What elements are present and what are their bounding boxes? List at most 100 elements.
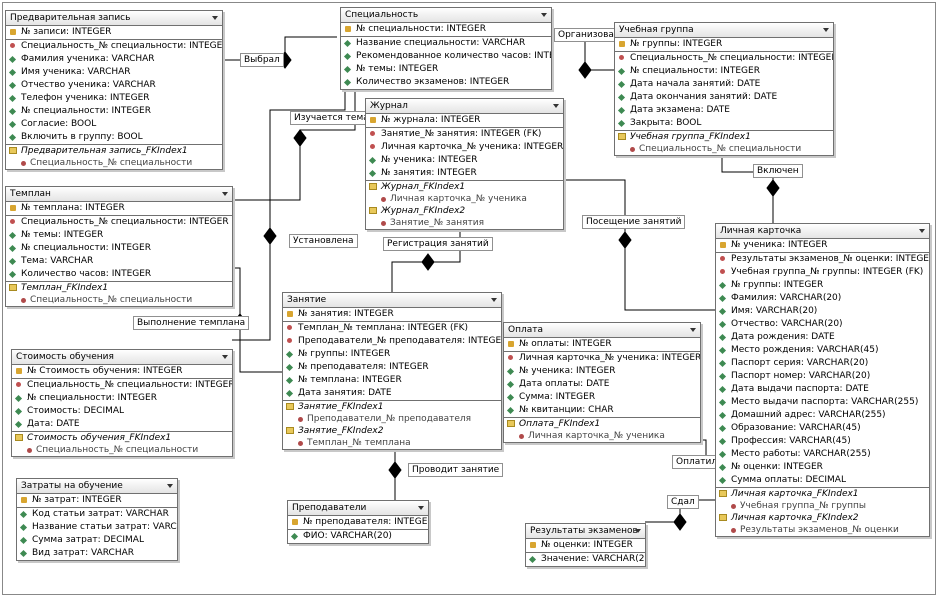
primary-key-text: № затрат: INTEGER <box>32 495 122 505</box>
relation-label-oplatil: Оплатил <box>672 455 722 469</box>
folder-icon <box>15 434 23 441</box>
relation-label-sdal: Сдал <box>667 495 699 509</box>
entity-title[interactable]: Результаты экзаменов <box>526 524 645 539</box>
attribute-text: Название статьи затрат: VARCHAR <box>32 522 177 532</box>
attribute-text: № специальности: INTEGER <box>630 66 760 76</box>
entity-title[interactable]: Журнал <box>366 99 563 114</box>
chevron-down-icon[interactable] <box>222 192 228 196</box>
entity-title[interactable]: Затраты на обучение <box>17 479 177 494</box>
entity-title[interactable]: Преподаватели <box>288 501 428 516</box>
attribute-row: Значение: VARCHAR(20) <box>526 553 645 566</box>
chevron-down-icon[interactable] <box>418 506 424 510</box>
attribute-row: № квитанции: CHAR <box>504 404 700 417</box>
attribute-text: Значение: VARCHAR(20) <box>541 554 645 564</box>
index-column-icon <box>298 417 303 422</box>
attribute-icon <box>19 523 28 532</box>
chevron-down-icon[interactable] <box>167 484 173 488</box>
attribute-icon <box>285 350 294 359</box>
attribute-text: Имя: VARCHAR(20) <box>731 306 818 316</box>
chevron-down-icon[interactable] <box>690 328 696 332</box>
index-column-icon <box>731 504 736 509</box>
primary-key-row: № группы: INTEGER <box>615 38 833 52</box>
attribute-icon <box>19 536 28 545</box>
entity-title[interactable]: Специальность <box>341 8 551 23</box>
attribute-icon <box>718 463 727 472</box>
chevron-down-icon[interactable] <box>823 28 829 32</box>
attribute-row: Место выдачи паспорта: VARCHAR(255) <box>716 396 929 409</box>
key-icon <box>530 542 536 548</box>
attribute-row: Фамилия: VARCHAR(20) <box>716 292 929 305</box>
index-column-icon <box>298 441 303 446</box>
index-row: Личная карточка_FKIndex2 <box>716 512 929 524</box>
primary-key-row: № специальности: INTEGER <box>341 23 551 37</box>
attribute-row: Включить в группу: BOOL <box>6 131 222 144</box>
chevron-down-icon[interactable] <box>212 16 218 20</box>
chevron-down-icon[interactable] <box>222 355 228 359</box>
attribute-icon <box>343 52 352 61</box>
chevron-down-icon[interactable] <box>553 104 559 108</box>
attribute-icon <box>617 67 626 76</box>
index-row: Предварительная запись_FKIndex1 <box>6 145 222 157</box>
index-name: Личная карточка_FKIndex1 <box>731 489 859 499</box>
entity-title[interactable]: Темплан <box>6 187 232 202</box>
attribute-text: Учебная группа_№ группы: INTEGER (FK) <box>731 267 924 277</box>
attribute-row: № темплана: INTEGER <box>283 374 501 387</box>
attribute-row: Дата оплаты: DATE <box>504 378 700 391</box>
attribute-row: Количество экзаменов: INTEGER <box>341 76 551 89</box>
chevron-down-icon[interactable] <box>541 13 547 17</box>
chevron-down-icon[interactable] <box>635 529 641 533</box>
entity-title[interactable]: Стоимость обучения <box>12 350 232 365</box>
attribute-row: № специальности: INTEGER <box>6 105 222 118</box>
index-column-text: Специальность_№ специальности <box>36 445 199 455</box>
attribute-row: Название специальности: VARCHAR <box>341 37 551 50</box>
entity-title[interactable]: Предварительная запись <box>6 11 222 26</box>
foreign-key-icon <box>508 355 513 360</box>
entity-title[interactable]: Учебная группа <box>615 23 833 38</box>
attribute-row: Темплан_№ темплана: INTEGER (FK) <box>283 322 501 335</box>
entity-title[interactable]: Личная карточка <box>716 224 929 239</box>
index-column-text: Преподаватели_№ преподавателя <box>307 414 472 424</box>
attribute-row: № преподавателя: INTEGER <box>283 361 501 374</box>
attribute-text: № группы: INTEGER <box>731 280 824 290</box>
chevron-down-icon[interactable] <box>491 298 497 302</box>
chevron-down-icon[interactable] <box>919 229 925 233</box>
index-name: Личная карточка_FKIndex2 <box>731 513 859 523</box>
attribute-text: Количество часов: INTEGER <box>21 269 152 279</box>
attribute-text: Отчество: VARCHAR(20) <box>731 319 843 329</box>
attribute-text: № темы: INTEGER <box>356 64 439 74</box>
attribute-text: Рекомендованное количество часов: INTEGE… <box>356 51 551 61</box>
attribute-text: Темплан_№ темплана: INTEGER (FK) <box>298 323 469 333</box>
primary-key-row: № оценки: INTEGER <box>526 539 645 553</box>
attribute-text: Место рождения: VARCHAR(45) <box>731 345 879 355</box>
diamond-registraciya <box>421 253 435 271</box>
diamond-izuchaetsya <box>293 129 307 147</box>
attribute-icon <box>19 510 28 519</box>
entity-title[interactable]: Занятие <box>283 293 501 308</box>
attribute-row: Отчество ученика: VARCHAR <box>6 79 222 92</box>
index-name: Занятие_FKIndex2 <box>298 426 384 436</box>
relation-label-vklyuchen: Включен <box>753 164 803 178</box>
key-icon <box>287 311 293 317</box>
folder-icon <box>9 284 17 291</box>
index-row: Журнал_FKIndex2 <box>366 205 563 217</box>
folder-icon <box>618 133 626 140</box>
index-column-row: Темплан_№ темплана <box>283 437 501 449</box>
entity-title[interactable]: Оплата <box>504 323 700 338</box>
attribute-text: № ученика: INTEGER <box>519 366 616 376</box>
index-column-icon <box>519 434 524 439</box>
